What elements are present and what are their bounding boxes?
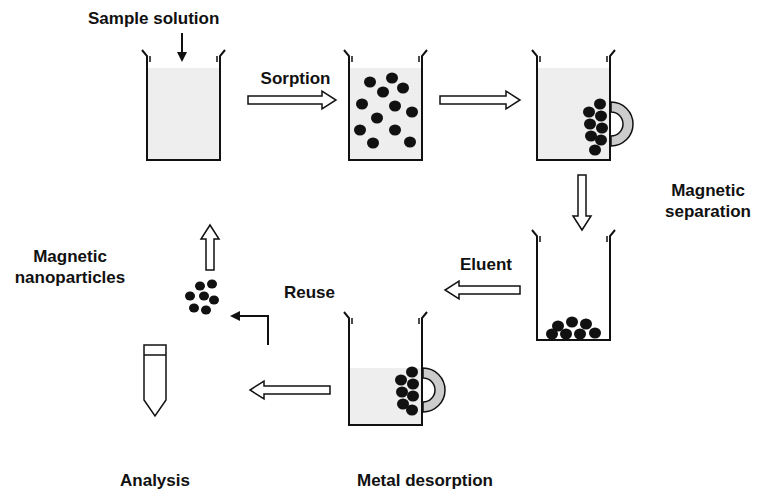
- process-arrow: [201, 91, 591, 399]
- sample-tube: [144, 345, 166, 416]
- step-label: Metal desorption: [335, 470, 515, 491]
- nanoparticles: [185, 280, 219, 315]
- step-label: Magnetic nanoparticles: [4, 246, 136, 288]
- beaker-with-magnet: [532, 50, 633, 160]
- step-label: Magnetic separation: [654, 180, 762, 222]
- step-label: Reuse: [284, 282, 354, 303]
- beaker: [142, 50, 225, 160]
- step-label: Eluent: [460, 254, 530, 275]
- reuse-arrow: [232, 316, 268, 345]
- step-label: Analysis: [105, 470, 205, 491]
- beaker-with-particles: [532, 230, 615, 340]
- step-label: Sorption: [248, 68, 343, 89]
- beaker-with-magnet: [344, 312, 445, 425]
- beaker-with-particles: [344, 50, 427, 160]
- input-arrow: [181, 33, 183, 60]
- step-label: Sample solution: [88, 8, 258, 29]
